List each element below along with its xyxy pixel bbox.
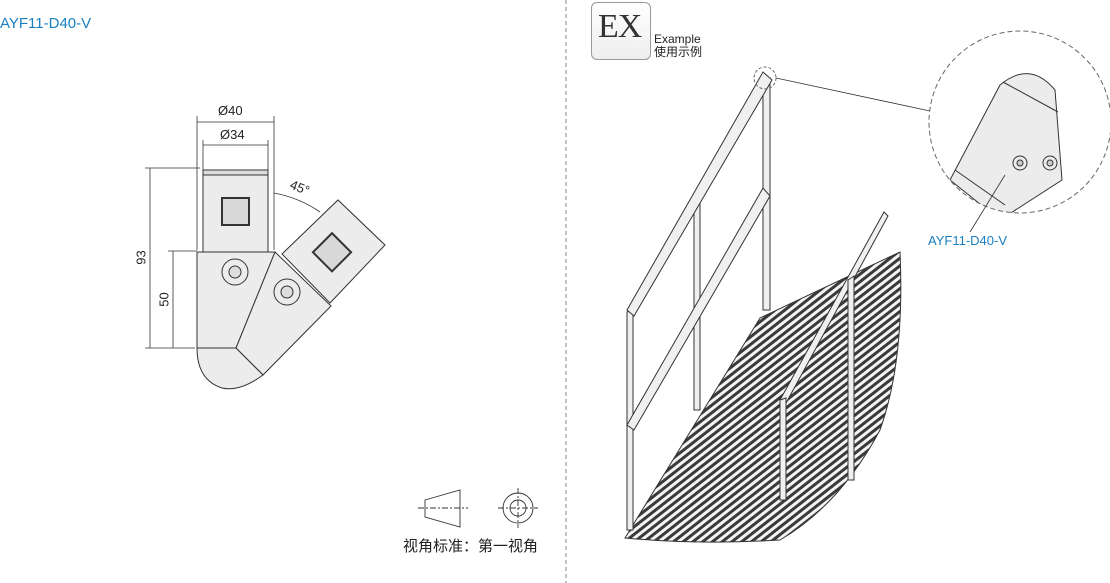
example-label: Example 使用示例	[654, 33, 702, 59]
example-label-en: Example	[654, 32, 701, 46]
dim-outer-diameter: Ø40	[218, 103, 243, 118]
example-label-cn: 使用示例	[654, 45, 703, 59]
dim-inner-diameter: Ø34	[220, 127, 245, 142]
example-badge	[591, 2, 651, 60]
example-badge-text: EX	[598, 8, 642, 45]
callout-label: AYF11-D40-V	[928, 233, 1007, 248]
fitting-drawing	[145, 116, 386, 390]
dim-lower-height: 50	[156, 292, 172, 307]
dim-total-height: 93	[133, 250, 149, 265]
view-standard-label: 视角标准：第一视角	[403, 538, 539, 555]
stair-illustration	[624, 66, 931, 543]
view-symbol	[418, 488, 538, 528]
part-number-title: AYF11-D40-V	[0, 15, 92, 32]
detail-magnifier	[928, 30, 1110, 233]
